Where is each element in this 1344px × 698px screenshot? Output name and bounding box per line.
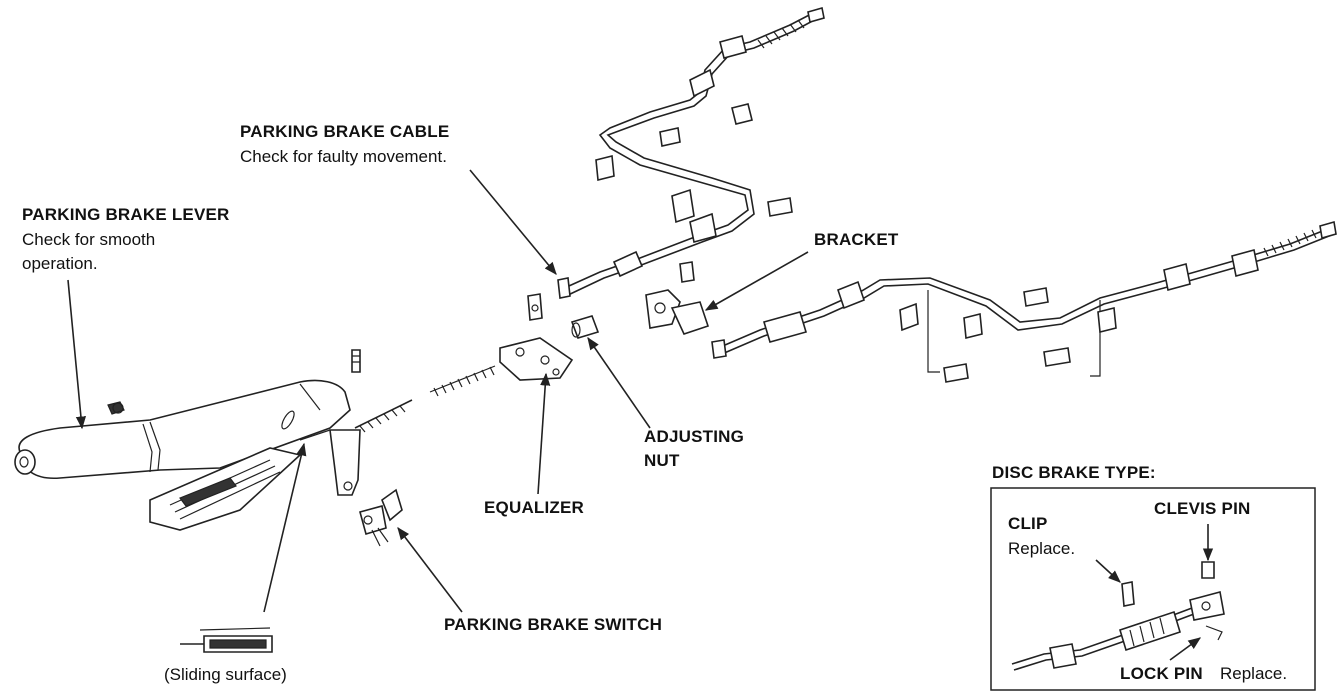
lock-pin-label: LOCK PIN — [1120, 664, 1203, 683]
adjusting-nut-label-line-1: ADJUSTING — [644, 427, 745, 446]
adjusting-nut — [570, 315, 600, 339]
cable-label: PARKING BRAKE CABLE — [240, 122, 450, 141]
lever-note-line-1: Check for smooth — [22, 230, 156, 249]
sliding-surface-label: (Sliding surface) — [164, 665, 287, 684]
cable-left-rear — [557, 6, 825, 299]
lever-note-line-2: operation. — [22, 254, 98, 273]
bracket-label: BRACKET — [814, 230, 899, 249]
switch-label: PARKING BRAKE SWITCH — [444, 615, 663, 634]
clevis-pin-label: CLEVIS PIN — [1154, 499, 1251, 518]
cable-note: Check for faulty movement. — [240, 147, 447, 166]
equalizer — [499, 293, 574, 381]
lever-label: PARKING BRAKE LEVER — [22, 205, 230, 224]
clip-label: CLIP — [1008, 514, 1048, 533]
bracket — [645, 289, 710, 335]
front-cable-rod — [354, 365, 496, 433]
equalizer-label: EQUALIZER — [484, 498, 585, 517]
inset-title: DISC BRAKE TYPE: — [992, 463, 1156, 482]
adjusting-nut-label-line-2: NUT — [644, 451, 680, 470]
parking-brake-switch — [359, 488, 403, 547]
grease-tube-icon — [180, 627, 273, 653]
lock-pin-note: Replace. — [1220, 664, 1288, 683]
leader-lines — [67, 169, 809, 613]
disc-brake-inset — [990, 487, 1316, 691]
cable-right-rear — [711, 220, 1337, 383]
clip-note: Replace. — [1008, 539, 1076, 558]
parking-brake-lever — [14, 349, 361, 531]
